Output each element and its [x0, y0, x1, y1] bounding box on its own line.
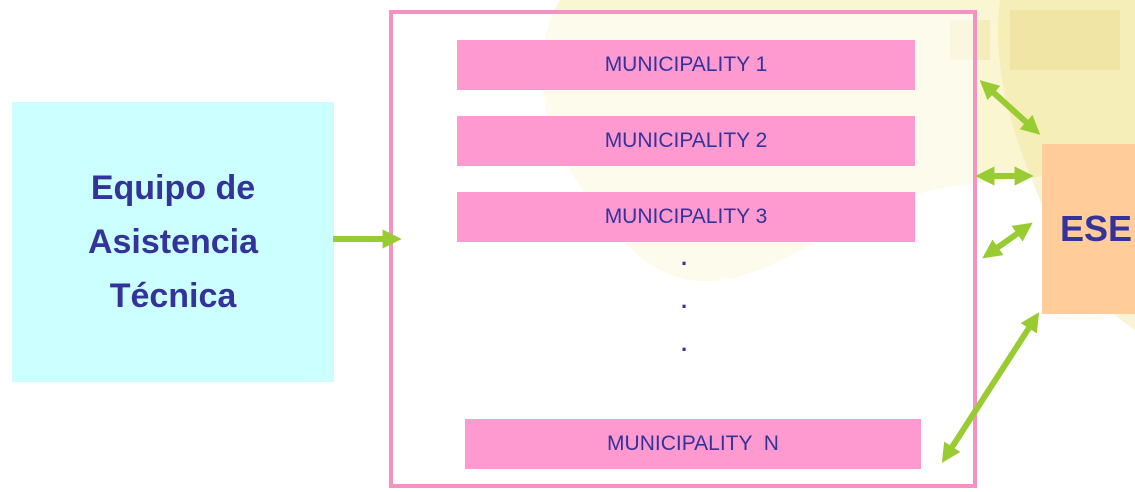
ese-box: ESE	[1042, 144, 1135, 314]
municipality-3-box: MUNICIPALITY 3	[457, 192, 915, 242]
ellipsis-dot-1: .	[680, 245, 688, 270]
municipality-2-box: MUNICIPALITY 2	[457, 116, 915, 166]
technical-assistance-team-box: Equipo de Asistencia Técnica	[12, 102, 334, 382]
background-building	[1010, 10, 1120, 70]
municipality-n-box: MUNICIPALITY N	[465, 419, 921, 469]
ellipsis-dot-2: .	[680, 288, 688, 313]
ellipsis-dot-3: .	[680, 331, 688, 356]
team-label-line-1: Equipo de	[90, 169, 256, 207]
ese-label: ESE	[1059, 208, 1132, 249]
team-label-line-3: Técnica	[109, 277, 237, 315]
municipality-1-box: MUNICIPALITY 1	[457, 40, 915, 90]
technical-assistance-team-label: Equipo de Asistencia Técnica	[53, 161, 293, 323]
team-label-line-2: Asistencia	[87, 223, 259, 261]
